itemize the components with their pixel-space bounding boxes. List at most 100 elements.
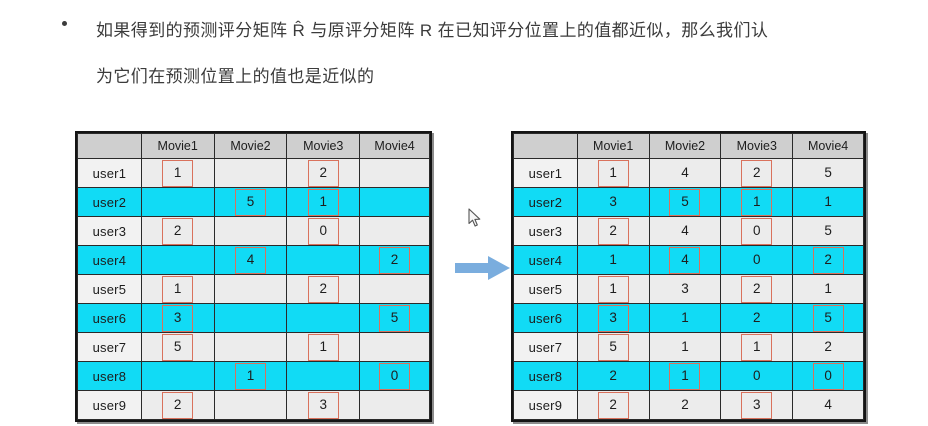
matrix-cell: 1 (648, 332, 722, 362)
row-label-user2: user2 (513, 187, 578, 217)
row-label-user8: user8 (77, 361, 142, 391)
matrix-cell: 1 (213, 361, 288, 391)
cell-value: 0 (812, 362, 844, 390)
column-header-movie1: Movie1 (140, 133, 215, 159)
cell-value: 2 (597, 391, 629, 419)
matrix-cell (213, 303, 288, 333)
cell-value: 0 (753, 252, 761, 267)
cell-value (235, 279, 265, 299)
cell-value: 1 (162, 275, 194, 303)
column-header-movie4: Movie4 (792, 133, 864, 159)
matrix-cell: 3 (720, 390, 794, 420)
matrix-cell: 2 (359, 245, 430, 275)
matrix-cell (140, 245, 215, 275)
cell-value: 1 (307, 188, 339, 216)
matrix-corner-cell (77, 133, 142, 159)
matrix-cell (286, 245, 361, 275)
cell-value: 2 (597, 217, 629, 245)
matrix-cell: 1 (140, 274, 215, 304)
cell-value (163, 192, 193, 212)
cell-value: 1 (741, 188, 773, 216)
matrix-cell: 1 (576, 245, 650, 275)
cell-value: 5 (379, 304, 411, 332)
row-label-user7: user7 (513, 332, 578, 362)
matrix-cell: 3 (576, 303, 650, 333)
matrix-cell: 1 (792, 187, 864, 217)
cell-value: 5 (812, 304, 844, 332)
matrix-cell: 2 (576, 361, 650, 391)
cell-value (163, 366, 193, 386)
cell-value (235, 308, 265, 328)
matrix-cell (286, 361, 361, 391)
column-header-movie2: Movie2 (213, 133, 288, 159)
matrix-cell: 1 (720, 187, 794, 217)
cell-value: 1 (669, 362, 701, 390)
column-header-movie4: Movie4 (359, 133, 430, 159)
cell-value: 1 (597, 159, 629, 187)
row-label-user9: user9 (513, 390, 578, 420)
cell-value: 5 (824, 165, 832, 180)
matrix-cell: 1 (792, 274, 864, 304)
matrix-cell: 2 (140, 216, 215, 246)
column-header-movie2: Movie2 (648, 133, 722, 159)
cell-value: 1 (234, 362, 266, 390)
matrix-cell: 1 (576, 274, 650, 304)
bullet-paragraph: 如果得到的预测评分矩阵 R̂ 与原评分矩阵 R 在已知评分位置上的值都近似，那么… (62, 8, 914, 100)
matrix-cell: 4 (648, 245, 722, 275)
matrix-cell: 2 (792, 332, 864, 362)
row-label-user3: user3 (77, 216, 142, 246)
cell-value (235, 395, 265, 415)
row-label-user1: user1 (513, 158, 578, 188)
matrix-cell (359, 216, 430, 246)
cell-value: 5 (162, 333, 194, 361)
matrix-cell: 0 (720, 361, 794, 391)
cell-value: 3 (597, 304, 629, 332)
cell-value: 1 (162, 159, 194, 187)
bullet-line-1: 如果得到的预测评分矩阵 R̂ 与原评分矩阵 R 在已知评分位置上的值都近似，那么… (96, 21, 769, 40)
cell-value (235, 337, 265, 357)
bullet-line-2: 为它们在预测位置上的值也是近似的 (96, 67, 375, 86)
matrix-cell (359, 187, 430, 217)
row-label-user8: user8 (513, 361, 578, 391)
matrix-row: user4 4 2 (77, 245, 430, 275)
cell-value: 5 (824, 223, 832, 238)
matrix-cell: 5 (359, 303, 430, 333)
row-label-user6: user6 (513, 303, 578, 333)
cell-value: 1 (824, 194, 832, 209)
matrix-cell: 4 (648, 158, 722, 188)
cell-value: 2 (812, 246, 844, 274)
cell-value: 1 (681, 339, 689, 354)
row-label-user2: user2 (77, 187, 142, 217)
matrix-cell: 2 (720, 158, 794, 188)
cell-value (308, 250, 338, 270)
matrix-row: user2 5 1 (77, 187, 430, 217)
cell-value: 0 (741, 217, 773, 245)
matrix-cell: 4 (792, 390, 864, 420)
matrix-cell: 2 (286, 158, 361, 188)
cell-value (380, 279, 410, 299)
cell-value: 2 (307, 275, 339, 303)
cell-value: 2 (162, 217, 194, 245)
matrix-cell: 0 (720, 245, 794, 275)
bullet-text-lines: 如果得到的预测评分矩阵 R̂ 与原评分矩阵 R 在已知评分位置上的值都近似，那么… (96, 8, 914, 100)
matrix-cell: 2 (648, 390, 722, 420)
matrix-cell: 5 (792, 158, 864, 188)
cell-value: 3 (681, 281, 689, 296)
matrix-row: user8 1 0 (77, 361, 430, 391)
matrix-cell (359, 390, 430, 420)
mouse-pointer-icon (468, 208, 482, 228)
cell-value: 5 (234, 188, 266, 216)
matrix-cell: 5 (792, 303, 864, 333)
matrix-cell: 2 (576, 216, 650, 246)
